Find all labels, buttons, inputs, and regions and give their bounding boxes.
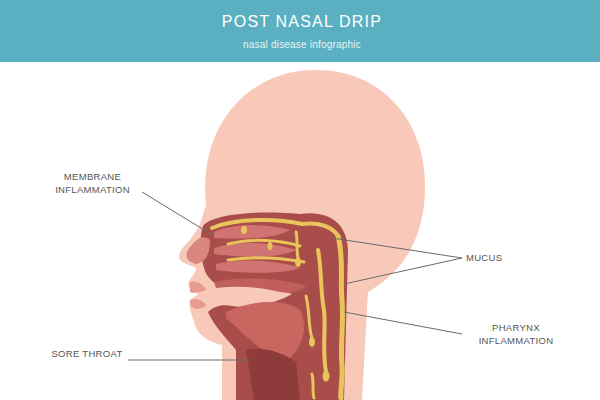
part-label: MUCUS [466,251,546,264]
nasal-concha [214,225,290,239]
throat-tube [246,349,300,400]
palate [214,279,306,293]
head-silhouette [179,70,425,400]
mucus-drops [241,226,330,382]
part-label: SORE THROAT [48,347,126,360]
nasal-concha [216,261,300,273]
airway-section [200,213,348,400]
nasal-concha [214,243,296,257]
part-label: MEMBRANE INFLAMMATION [40,170,145,196]
header-band [0,0,600,62]
nose-tip [186,237,210,264]
lips [190,281,206,309]
leader-line [128,192,462,360]
part-label: PHARYNX INFLAMMATION [466,321,566,347]
subtitle: nasal disease infographic [2,38,600,51]
mucus [212,220,343,398]
title: POST NASAL DRIP [2,12,600,32]
